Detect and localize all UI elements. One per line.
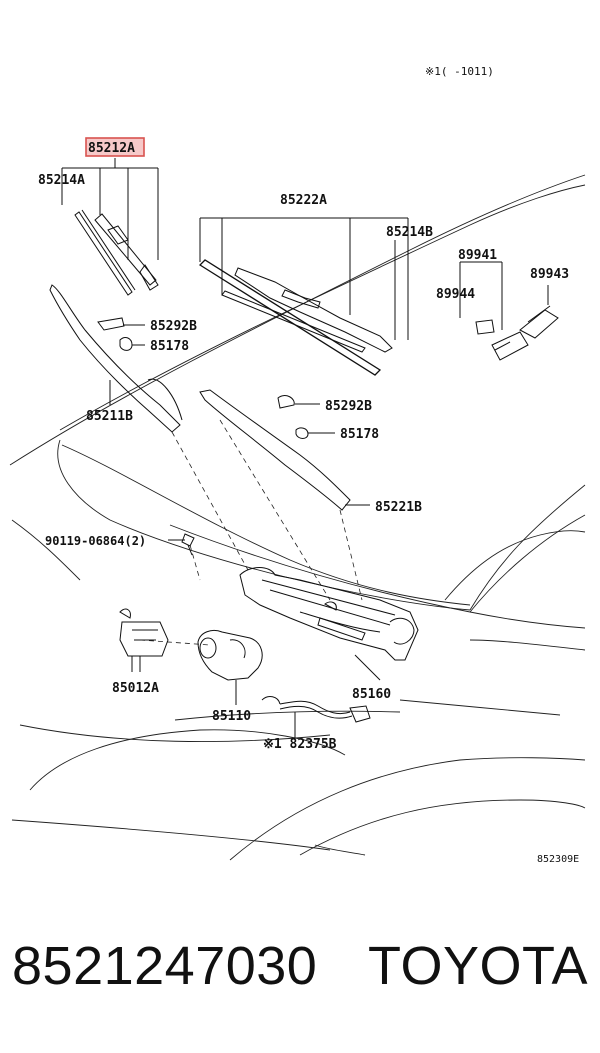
wire-harness xyxy=(261,696,371,740)
callout-85012A[interactable]: 85012A xyxy=(112,681,159,696)
callout-85222A[interactable]: 85222A xyxy=(280,193,327,208)
callout-89943[interactable]: 89943 xyxy=(530,267,569,282)
footer: 8521247030 TOYOTA xyxy=(0,935,600,1005)
callout-90119-06864[interactable]: 90119-06864(2) xyxy=(45,534,146,548)
vehicle-body-outline xyxy=(9,174,586,861)
assembly-guides xyxy=(139,419,363,646)
right-wiper-arm xyxy=(199,389,370,511)
callout-85211B[interactable]: 85211B xyxy=(86,409,133,424)
callout-85221B[interactable]: 85221B xyxy=(375,500,422,515)
callout-85110[interactable]: 85110 xyxy=(212,709,251,724)
callout-89944[interactable]: 89944 xyxy=(436,287,475,302)
callout-85214B[interactable]: 85214B xyxy=(386,225,433,240)
callout-85212A[interactable]: 85212A xyxy=(88,141,135,156)
highlight-box xyxy=(85,137,145,157)
part-number: 8521247030 xyxy=(12,936,318,996)
bolt xyxy=(168,533,195,556)
front-blade-insert xyxy=(61,158,159,296)
sensor-parts xyxy=(459,261,559,361)
callout-85178-2[interactable]: 85178 xyxy=(340,427,379,442)
callout-82375B[interactable]: ※1 82375B xyxy=(263,737,337,752)
relay xyxy=(119,608,169,672)
callout-85292B-2[interactable]: 85292B xyxy=(325,399,372,414)
wiper-linkage xyxy=(239,567,419,681)
callout-85292B-1[interactable]: 85292B xyxy=(150,319,197,334)
callout-85214A[interactable]: 85214A xyxy=(38,173,85,188)
parts-diagram: ※1( -1011) 85212A 85 xyxy=(9,65,586,865)
right-wiper-blade xyxy=(198,217,409,376)
figure-code: 852309E xyxy=(537,854,579,865)
callout-85178-1[interactable]: 85178 xyxy=(150,339,189,354)
callout-89941[interactable]: 89941 xyxy=(458,248,497,263)
callout-85160[interactable]: 85160 xyxy=(352,687,391,702)
brand-name: TOYOTA xyxy=(367,936,588,996)
header-note: ※1( -1011) xyxy=(425,65,494,78)
wiper-motor xyxy=(197,629,263,705)
